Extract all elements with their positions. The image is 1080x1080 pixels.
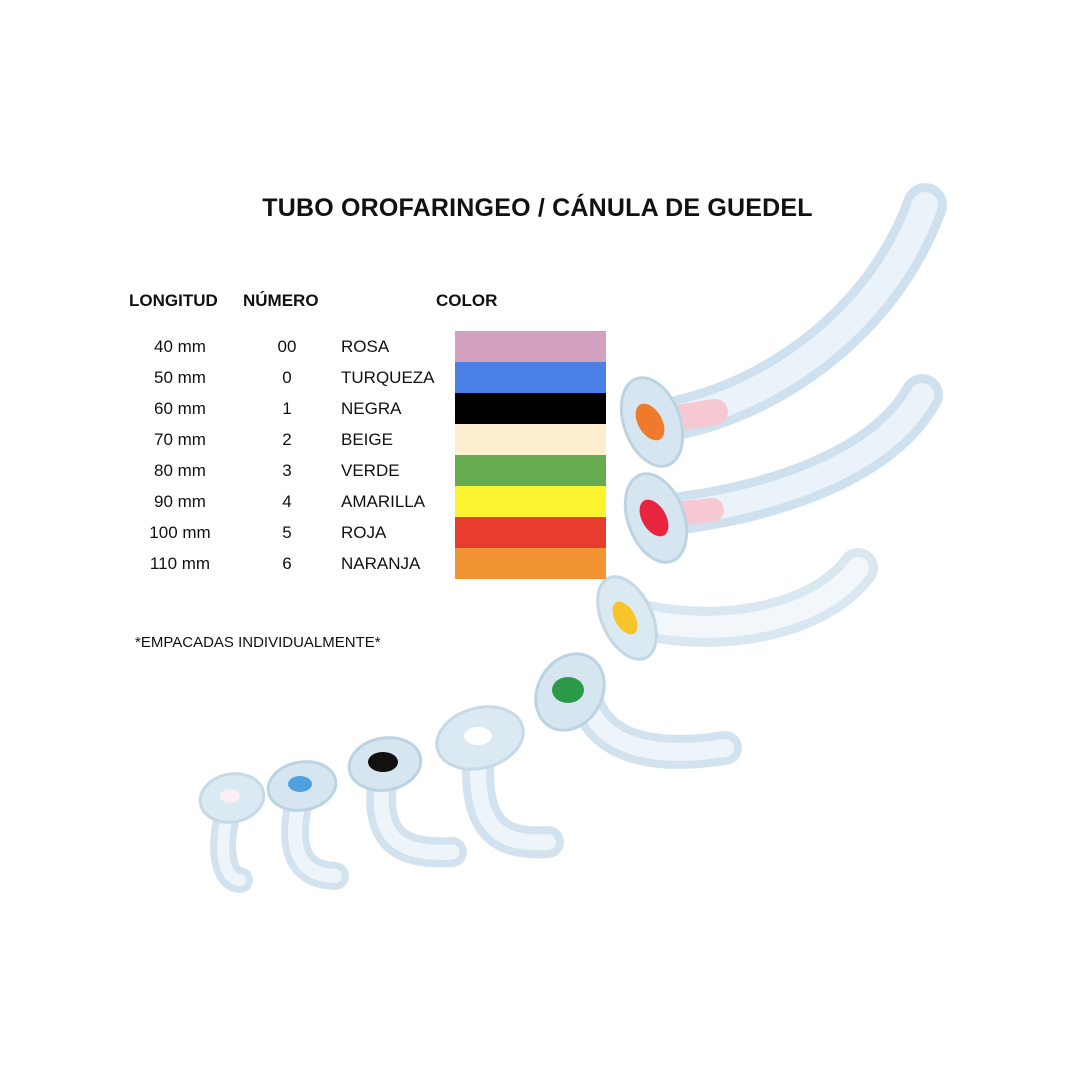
table-row: 70 mm 2 BEIGE (0, 424, 1080, 455)
table-row: 60 mm 1 NEGRA (0, 393, 1080, 424)
length-cell: 80 mm (154, 461, 206, 480)
color-name-cell: NARANJA (341, 554, 421, 573)
packaging-note: *EMPACADAS INDIVIDUALMENTE* (135, 634, 381, 651)
color-name-cell: AMARILLA (341, 492, 426, 511)
color-name-cell: VERDE (341, 461, 400, 480)
length-cell: 90 mm (154, 492, 206, 511)
table-row: 80 mm 3 VERDE (0, 455, 1080, 486)
number-cell: 0 (282, 368, 292, 387)
color-swatch (455, 517, 606, 548)
number-cell: 2 (282, 430, 292, 449)
table-row: 110 mm 6 NARANJA (0, 548, 1080, 579)
color-swatch (455, 331, 606, 362)
length-cell: 50 mm (154, 368, 206, 387)
length-cell: 40 mm (154, 337, 206, 356)
table-row: 40 mm 00 ROSA (0, 331, 1080, 362)
color-name-cell: ROSA (341, 337, 390, 356)
table-row: 100 mm 5 ROJA (0, 517, 1080, 548)
color-name-cell: ROJA (341, 523, 387, 542)
number-cell: 4 (282, 492, 292, 511)
color-swatch (455, 455, 606, 486)
length-cell: 70 mm (154, 430, 206, 449)
length-cell: 60 mm (154, 399, 206, 418)
header-numero: NÚMERO (243, 291, 319, 310)
table-row: 50 mm 0 TURQUEZA (0, 362, 1080, 393)
color-swatch (455, 486, 606, 517)
header-color: COLOR (436, 291, 498, 310)
header-longitud: LONGITUD (129, 291, 218, 310)
color-name-cell: NEGRA (341, 399, 402, 418)
color-swatch (455, 424, 606, 455)
number-cell: 6 (282, 554, 292, 573)
color-name-cell: TURQUEZA (341, 368, 435, 387)
color-swatch (455, 362, 606, 393)
number-cell: 3 (282, 461, 292, 480)
length-cell: 100 mm (149, 523, 211, 542)
number-cell: 00 (277, 337, 297, 356)
number-cell: 5 (282, 523, 292, 542)
color-swatch (455, 548, 606, 579)
page-title: TUBO OROFARINGEO / CÁNULA DE GUEDEL (262, 194, 813, 222)
length-cell: 110 mm (149, 554, 211, 573)
color-swatch (455, 393, 606, 424)
table-row: 90 mm 4 AMARILLA (0, 486, 1080, 517)
color-name-cell: BEIGE (341, 430, 393, 449)
number-cell: 1 (282, 399, 292, 418)
